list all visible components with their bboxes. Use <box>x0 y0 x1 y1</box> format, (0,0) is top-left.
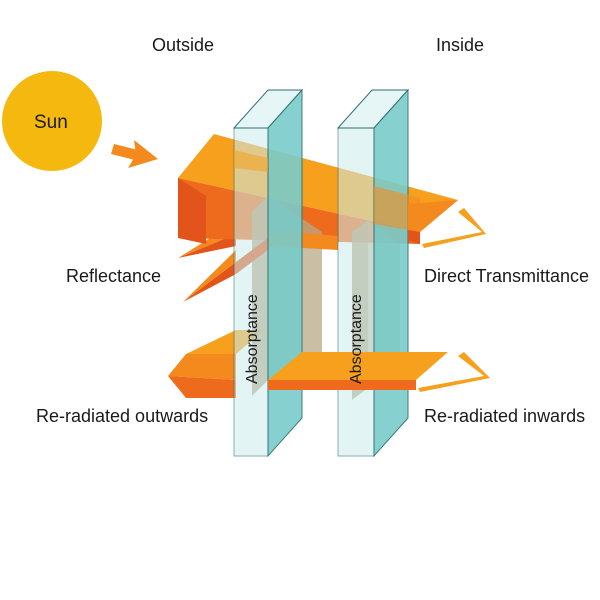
inside-label: Inside <box>436 35 485 55</box>
reflected-beam-lower <box>183 250 236 302</box>
direct-transmittance-label: Direct Transmittance <box>424 266 590 286</box>
direct-transmittance-beam <box>408 200 486 248</box>
re-radiated-outwards-label: Re-radiated outwards <box>36 406 209 426</box>
sun-icon <box>2 71 102 171</box>
absorptance-label-inner: Absorptance <box>348 294 365 384</box>
absorptance-label-outer: Absorptance <box>244 294 261 384</box>
outside-label: Outside <box>152 35 215 55</box>
re-radiated-inwards-beam <box>268 352 490 392</box>
reflectance-label: Reflectance <box>66 266 162 286</box>
outer-glass-pane <box>232 88 304 458</box>
inner-glass-pane <box>336 88 410 458</box>
sun-label: Sun <box>34 112 68 133</box>
incoming-sunlight-arrow <box>111 140 158 168</box>
re-radiated-inwards-label: Re-radiated inwards <box>424 406 586 426</box>
